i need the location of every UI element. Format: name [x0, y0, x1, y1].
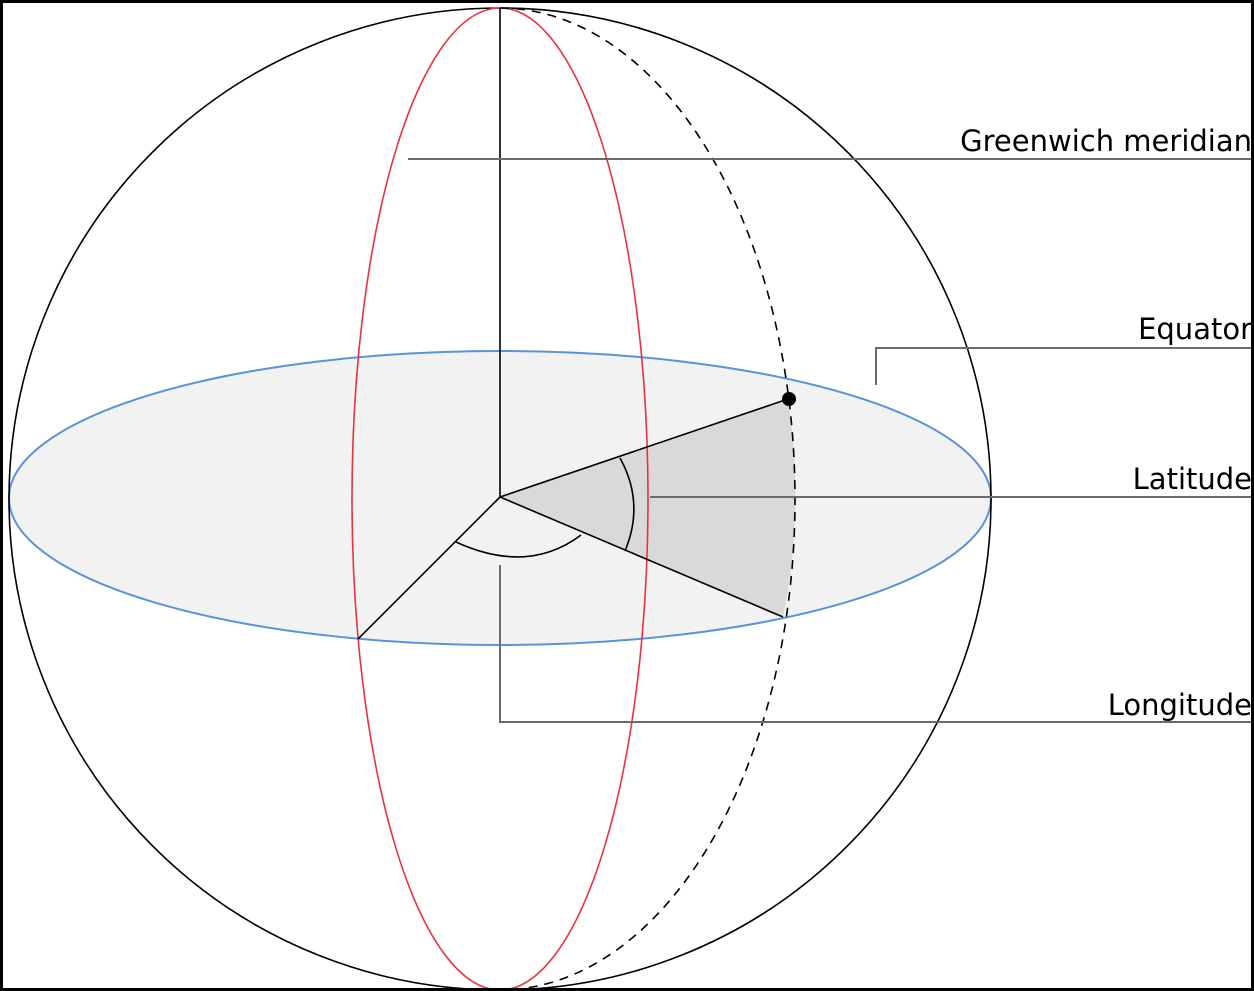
radius-to-greenwich: [357, 496, 501, 640]
latitude-angle-arc: [619, 457, 635, 552]
longitude-angle-arc: [455, 534, 582, 558]
point-meridian-arc: [499, 7, 796, 988]
globe-diagram: Greenwich meridian Equator Latitude Long…: [8, 7, 1252, 988]
equator-leader: [875, 347, 1251, 385]
longitude-label: Longitude: [1108, 688, 1252, 722]
latitude-label: Latitude: [1133, 462, 1252, 496]
greenwich-meridian-label: Greenwich meridian: [960, 124, 1252, 158]
radius-to-equator-point: [499, 496, 784, 618]
longitude-leader: [499, 565, 1251, 723]
point-icon: [782, 392, 796, 406]
equator-label: Equator: [1138, 312, 1252, 346]
radius-to-point: [499, 398, 789, 498]
